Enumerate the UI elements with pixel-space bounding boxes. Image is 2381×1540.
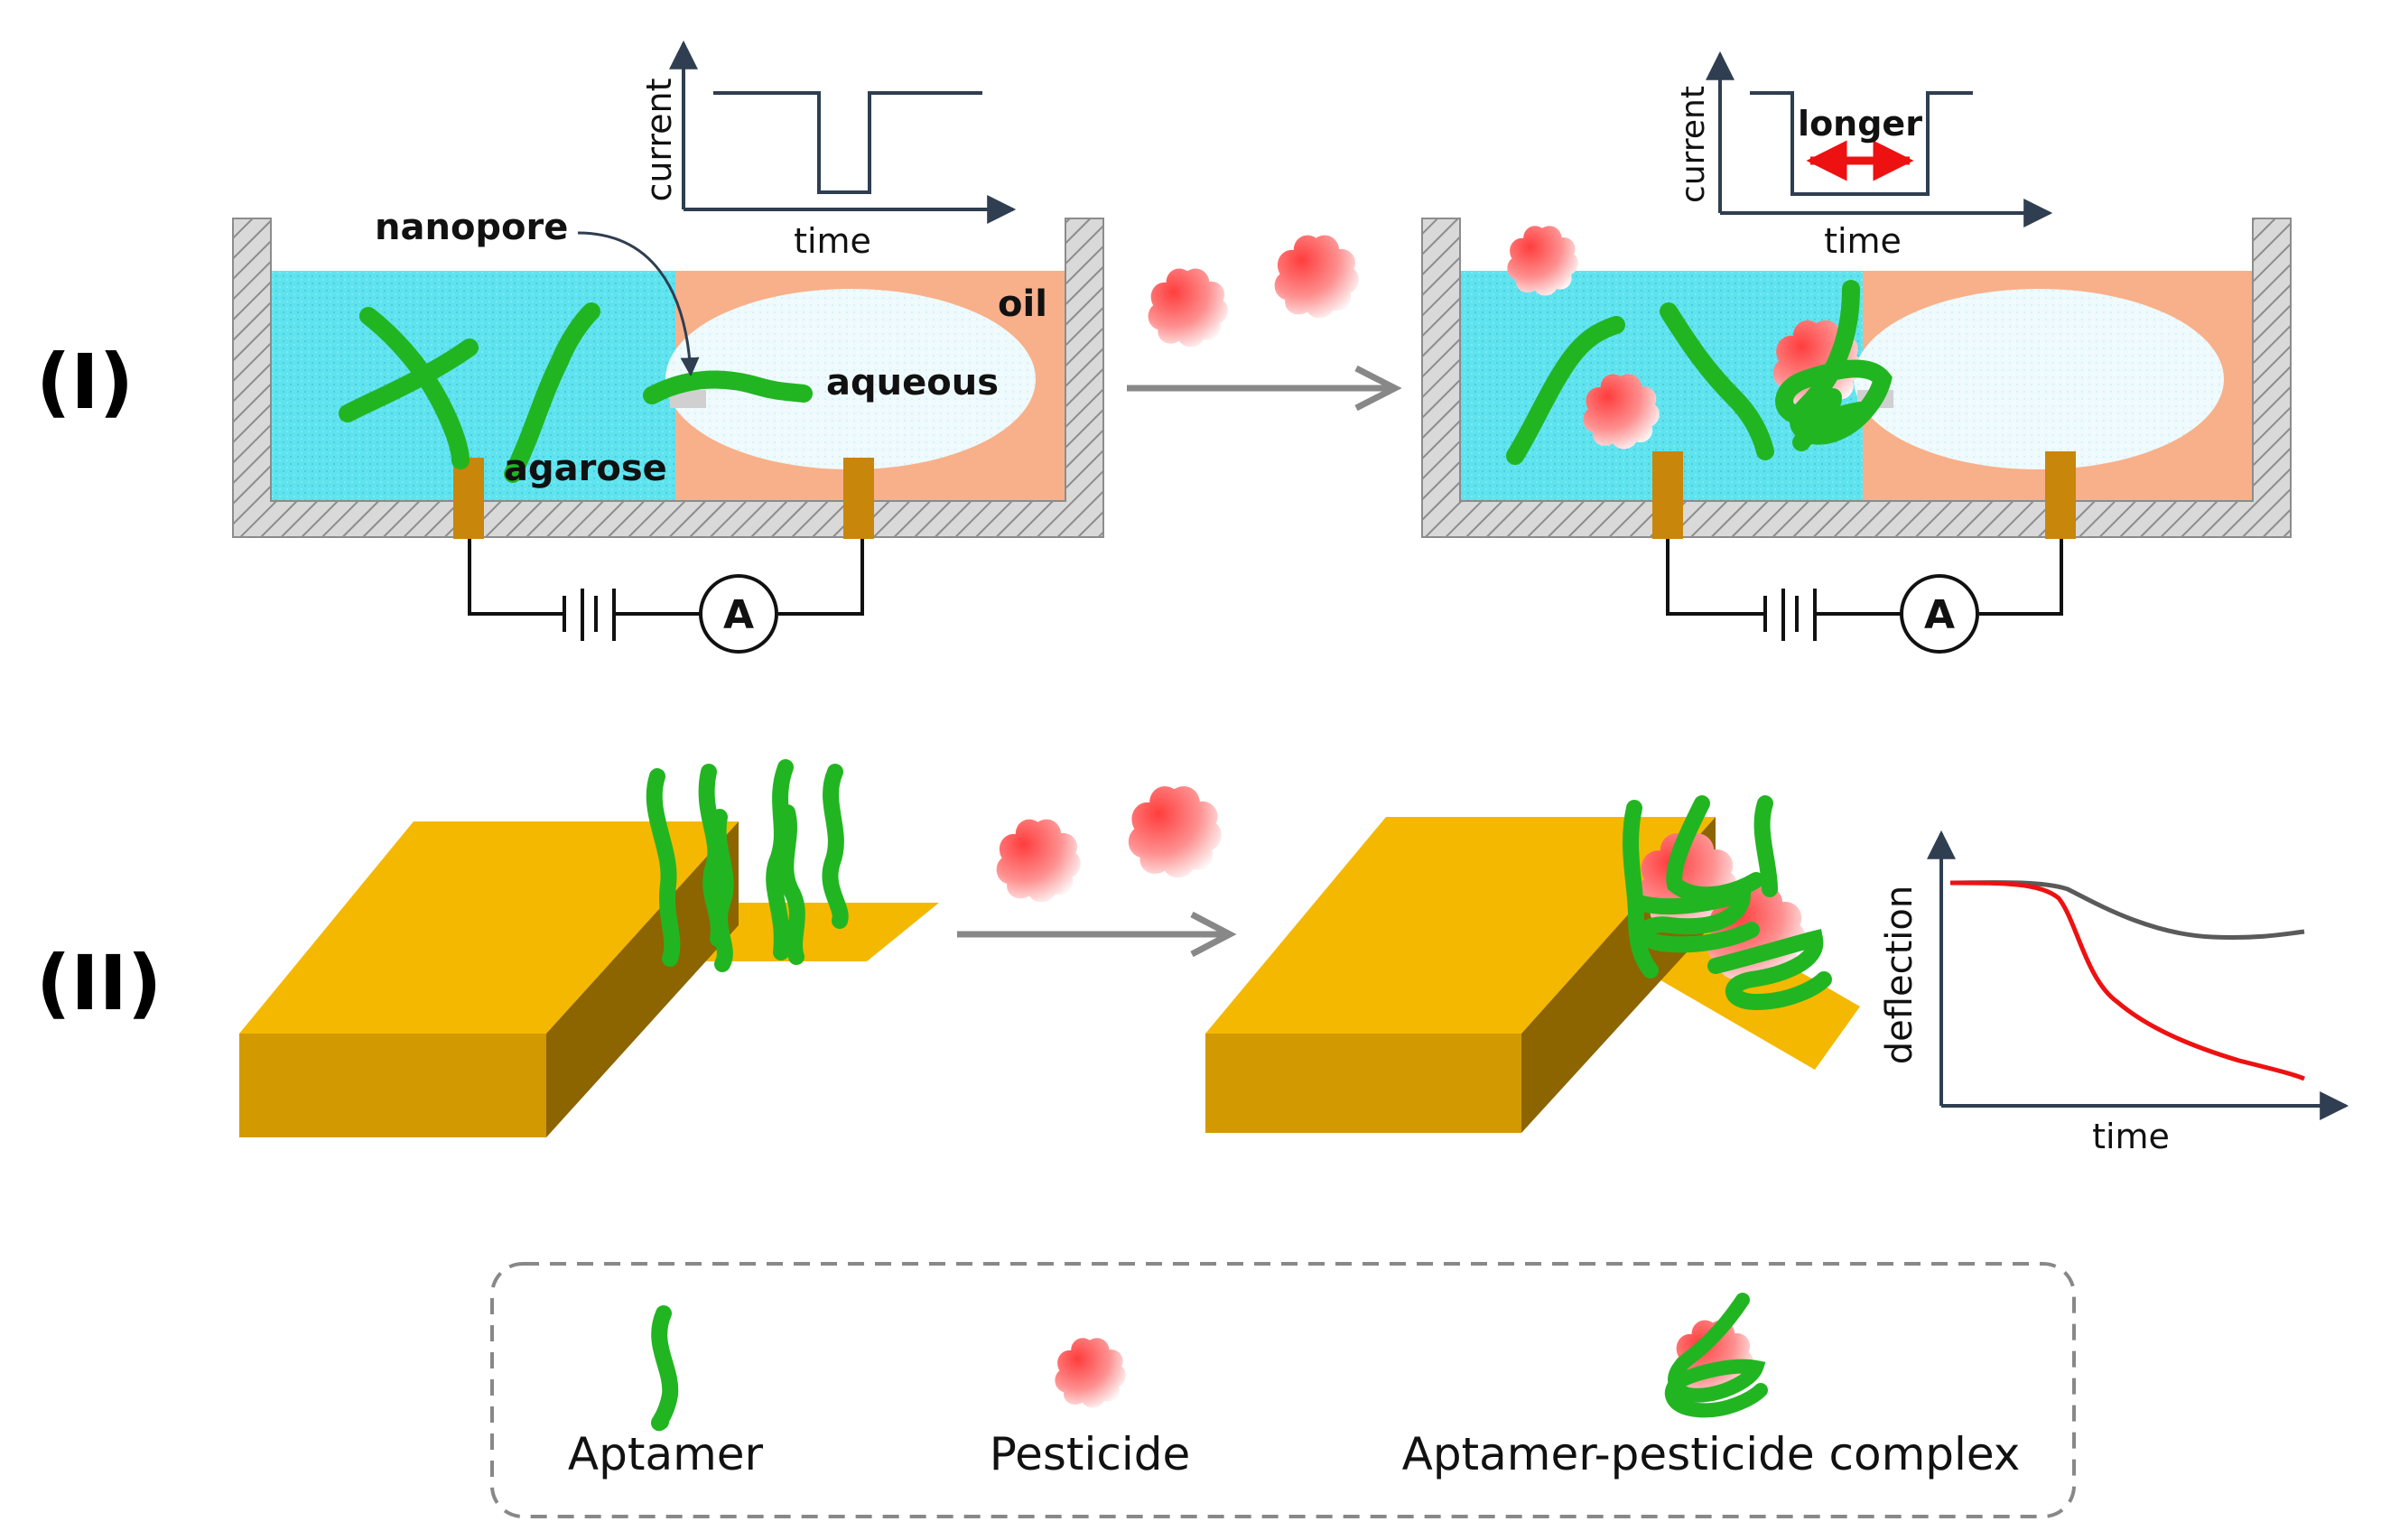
aptamers-free <box>339 302 813 483</box>
legend: Aptamer Pesticide Aptamer-pesticide comp… <box>490 1262 2076 1518</box>
legend-aptamer-label: Aptamer <box>568 1428 764 1480</box>
membrane-pore <box>670 390 706 408</box>
plot2-ylabel: current <box>1675 86 1712 203</box>
circuit-before <box>468 539 864 654</box>
panel-label-2: (II) <box>36 939 162 1027</box>
plot2-trace <box>1750 91 1973 196</box>
base-front <box>239 1034 546 1137</box>
complexes-on-cantilever <box>1623 795 1832 1011</box>
current-plot-after: longer current time <box>1675 51 2053 261</box>
base-top-2 <box>1205 817 1716 1034</box>
oil-label: oil <box>998 283 1047 325</box>
pesticide-in-cell-1 <box>1507 226 1578 296</box>
pesticide-incoming-3 <box>996 819 1081 903</box>
series-control-curve <box>1949 880 2305 940</box>
aptamers-on-cantilever <box>646 759 849 972</box>
agarose-label: agarose <box>504 448 667 489</box>
deflection-chart: deflection time <box>1879 830 2349 1156</box>
base-side <box>546 821 739 1137</box>
electrode-left-2 <box>1652 451 1683 539</box>
current-plot-before: current time <box>639 40 1017 261</box>
legend-pesticide-icon <box>1055 1338 1126 1408</box>
aptamers-after <box>1506 280 1893 465</box>
aqueous-label: aqueous <box>826 362 999 404</box>
legend-aptamer-icon <box>651 1305 679 1432</box>
plot1-trace <box>713 91 982 194</box>
plot2-xlabel: time <box>1824 221 1902 261</box>
deflection-ylabel: deflection <box>1879 886 1921 1064</box>
deflection-xlabel: time <box>2092 1117 2170 1156</box>
plot1-xlabel: time <box>794 221 871 261</box>
electrode-right <box>843 458 874 539</box>
ammeter-symbol: A <box>723 592 754 638</box>
nanopore-label: nanopore <box>375 207 568 248</box>
electrode-left <box>453 458 484 539</box>
nanopore-cell-after <box>1421 218 2292 539</box>
aqueous-droplet <box>665 289 1036 469</box>
ammeter-symbol-2: A <box>1924 592 1955 638</box>
aqueous-droplet-2 <box>1854 289 2224 469</box>
plot1-ylabel: current <box>639 78 679 201</box>
nanopore-cell-before <box>232 218 1104 539</box>
legend-complex-label: Aptamer-pesticide complex <box>1402 1428 2021 1480</box>
base-top <box>239 821 739 1034</box>
longer-label: longer <box>1798 104 1922 144</box>
electrode-right-2 <box>2045 451 2076 539</box>
legend-pesticide-label: Pesticide <box>990 1428 1191 1480</box>
series-pesticide-curve <box>1949 880 2305 1081</box>
legend-box <box>490 1262 2076 1518</box>
cell-wall <box>232 218 1104 538</box>
circuit-after <box>1666 539 2063 654</box>
cell-wall-2 <box>1421 218 2292 538</box>
pesticide-incoming-4 <box>1128 785 1222 878</box>
ammeter-circle <box>699 574 778 654</box>
pesticide-incoming-2 <box>1274 235 1359 319</box>
base-front-2 <box>1205 1034 1521 1133</box>
panel-label-1: (I) <box>36 338 134 426</box>
ammeter-circle-2 <box>1900 574 1979 654</box>
pesticide-incoming-1 <box>1148 268 1228 348</box>
nanopore-callout-arrow <box>577 231 700 377</box>
legend-complex-aptamer-icon <box>1664 1293 1768 1418</box>
